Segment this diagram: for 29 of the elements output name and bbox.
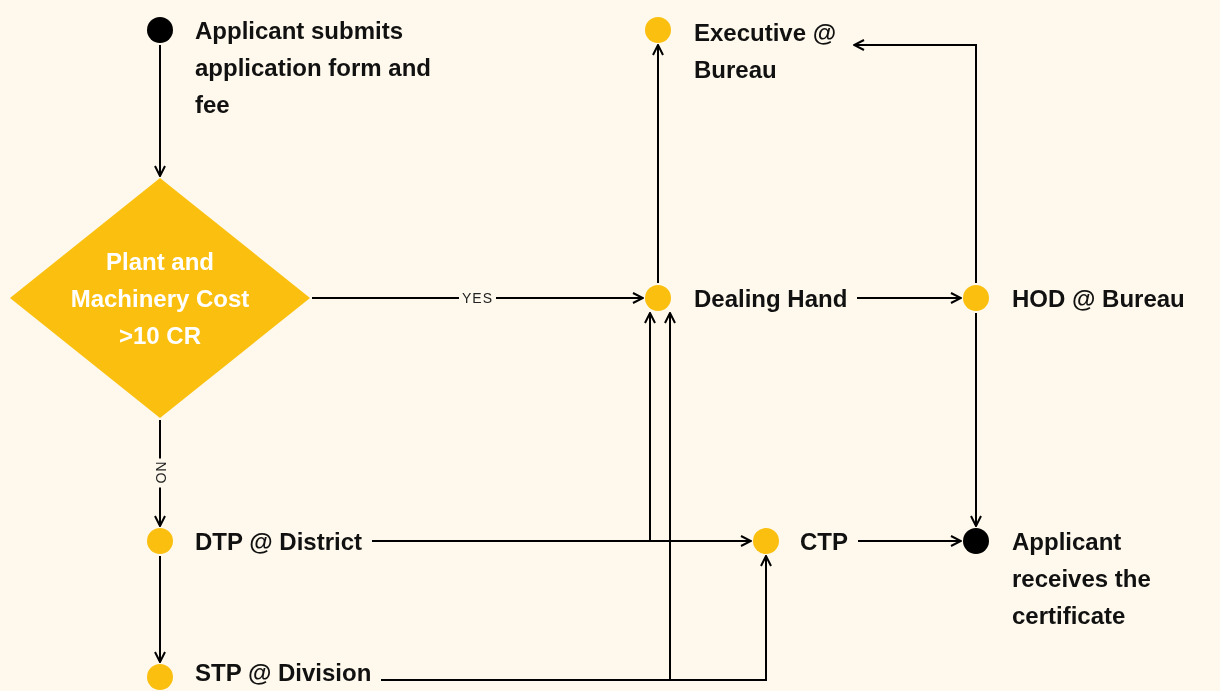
step-label: Applicant receives the certificate bbox=[1012, 527, 1152, 631]
decision-diamond bbox=[10, 178, 310, 418]
step-label: Executive @ Bureau bbox=[694, 18, 838, 85]
dot bbox=[147, 528, 173, 554]
arrow bbox=[311, 292, 644, 304]
step-label: Dealing Hand bbox=[694, 284, 848, 314]
dot bbox=[963, 285, 989, 311]
dot bbox=[963, 528, 989, 554]
edge-label: YES bbox=[459, 290, 496, 306]
arrow bbox=[970, 312, 982, 527]
dot bbox=[753, 528, 779, 554]
arrow bbox=[154, 44, 166, 177]
arrow bbox=[371, 312, 656, 542]
step-label: HOD @ Bureau bbox=[1012, 284, 1185, 314]
arrow bbox=[652, 44, 664, 284]
dot bbox=[645, 285, 671, 311]
dot bbox=[645, 17, 671, 43]
step-label: CTP bbox=[800, 527, 848, 557]
arrow bbox=[856, 292, 962, 304]
decision-label: Plant and Machinery Cost >10 CR bbox=[69, 246, 251, 351]
dot bbox=[147, 664, 173, 690]
step-label: DTP @ District bbox=[195, 527, 362, 557]
arrow bbox=[380, 555, 772, 681]
step-label: STP @ Division bbox=[195, 658, 372, 688]
arrow bbox=[154, 555, 166, 663]
dot bbox=[147, 17, 173, 43]
arrow bbox=[857, 535, 962, 547]
arrow bbox=[853, 39, 977, 284]
step-label: Applicant submits application form and fee bbox=[195, 16, 432, 120]
